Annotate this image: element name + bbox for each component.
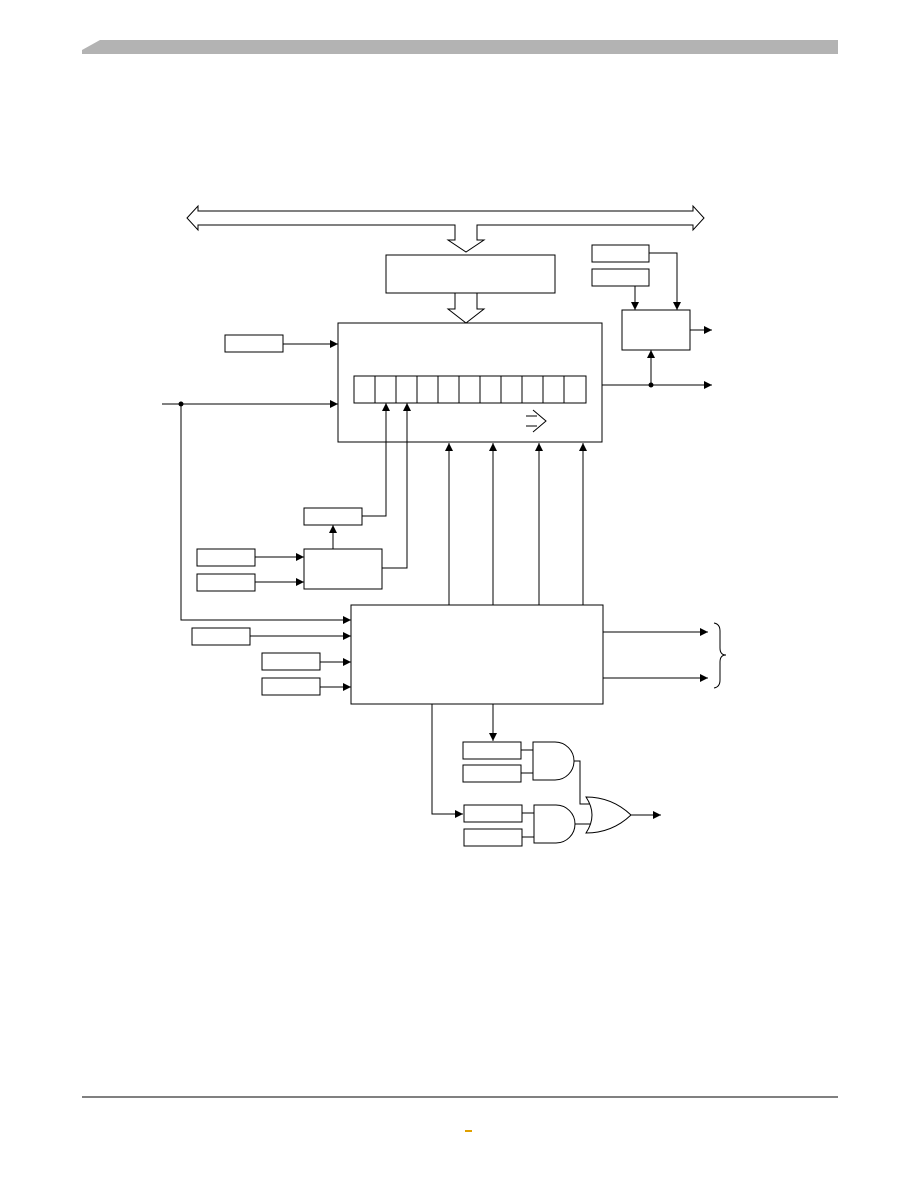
small-box-mid	[303, 507, 363, 526]
output-brace	[713, 622, 727, 689]
junction-dot	[178, 401, 184, 407]
small-box-left6	[261, 677, 321, 696]
small-box-left3	[196, 573, 256, 592]
and-gate-top	[532, 741, 575, 781]
and-gate-bottom	[533, 804, 576, 844]
footer-mark	[465, 1130, 472, 1132]
buffer-arrow	[446, 292, 486, 324]
top-buffer-block	[385, 254, 556, 294]
or-gate	[585, 796, 632, 834]
small-box-left2	[196, 548, 256, 567]
header-bar	[82, 40, 838, 54]
small-box-left1	[224, 334, 284, 353]
small-box-gate4	[463, 828, 523, 847]
junction-dot	[648, 382, 654, 388]
small-box-gate1	[462, 741, 522, 760]
main-block	[337, 322, 603, 443]
bus-arrow	[186, 204, 705, 253]
small-box-gate3	[463, 804, 523, 823]
small-box-tr1	[591, 244, 650, 263]
small-box-gate2	[462, 764, 522, 783]
register-cells	[353, 375, 587, 404]
small-box-tr2	[591, 268, 650, 287]
small-box-left5	[261, 652, 321, 671]
middle-logic-block	[303, 548, 383, 590]
control-block	[350, 604, 604, 705]
shift-direction-icon	[526, 409, 547, 433]
right-logic-block	[621, 309, 691, 351]
small-box-left4	[191, 627, 251, 646]
